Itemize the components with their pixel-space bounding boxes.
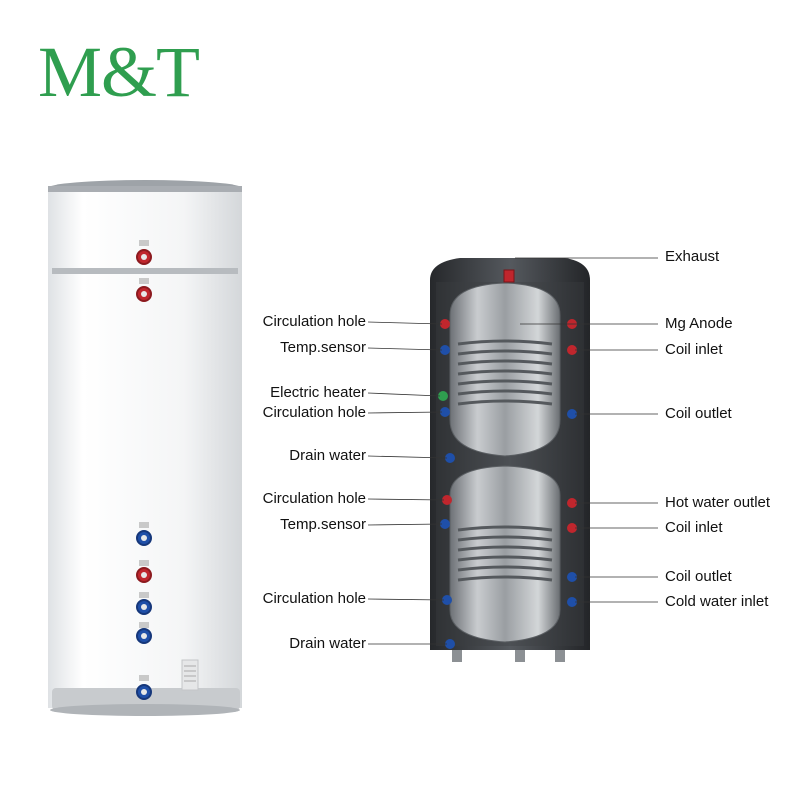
- water-heater-tank-photo: [48, 180, 242, 716]
- label-coil-inlet-1: Coil inlet: [665, 341, 723, 358]
- diagram-right-ports: [567, 319, 577, 607]
- label-hot-water-outlet: Hot water outlet: [665, 494, 771, 511]
- label-drain-water-1: Drain water: [289, 447, 366, 464]
- upper-tank: [449, 282, 561, 457]
- label-temp-sensor-2: Temp.sensor: [280, 516, 366, 533]
- tank-ports: [136, 240, 152, 700]
- lower-coil: [457, 525, 553, 582]
- brand-logo: M&T: [38, 32, 200, 112]
- lower-tank: [449, 465, 561, 643]
- label-coil-outlet-1: Coil outlet: [665, 405, 732, 422]
- cutaway-diagram: [367, 257, 658, 662]
- label-cold-water-inlet: Cold water inlet: [665, 593, 769, 610]
- label-mg-anode: Mg Anode: [665, 315, 733, 332]
- label-temp-sensor-1: Temp.sensor: [280, 339, 366, 356]
- rating-plate: [181, 659, 199, 691]
- label-coil-outlet-2: Coil outlet: [665, 568, 732, 585]
- leader-lines: [367, 257, 658, 645]
- label-drain-water-2: Drain water: [289, 635, 366, 652]
- label-electric-heater: Electric heater: [270, 384, 366, 401]
- diagram-left-ports: [438, 319, 455, 649]
- label-circulation-hole-2: Circulation hole: [262, 404, 366, 421]
- label-circulation-hole-4: Circulation hole: [262, 590, 366, 607]
- label-circulation-hole-3: Circulation hole: [262, 490, 366, 507]
- label-coil-inlet-2: Coil inlet: [665, 519, 723, 536]
- label-exhaust: Exhaust: [665, 248, 720, 265]
- upper-coil: [457, 339, 553, 406]
- label-circulation-hole-1: Circulation hole: [262, 313, 366, 330]
